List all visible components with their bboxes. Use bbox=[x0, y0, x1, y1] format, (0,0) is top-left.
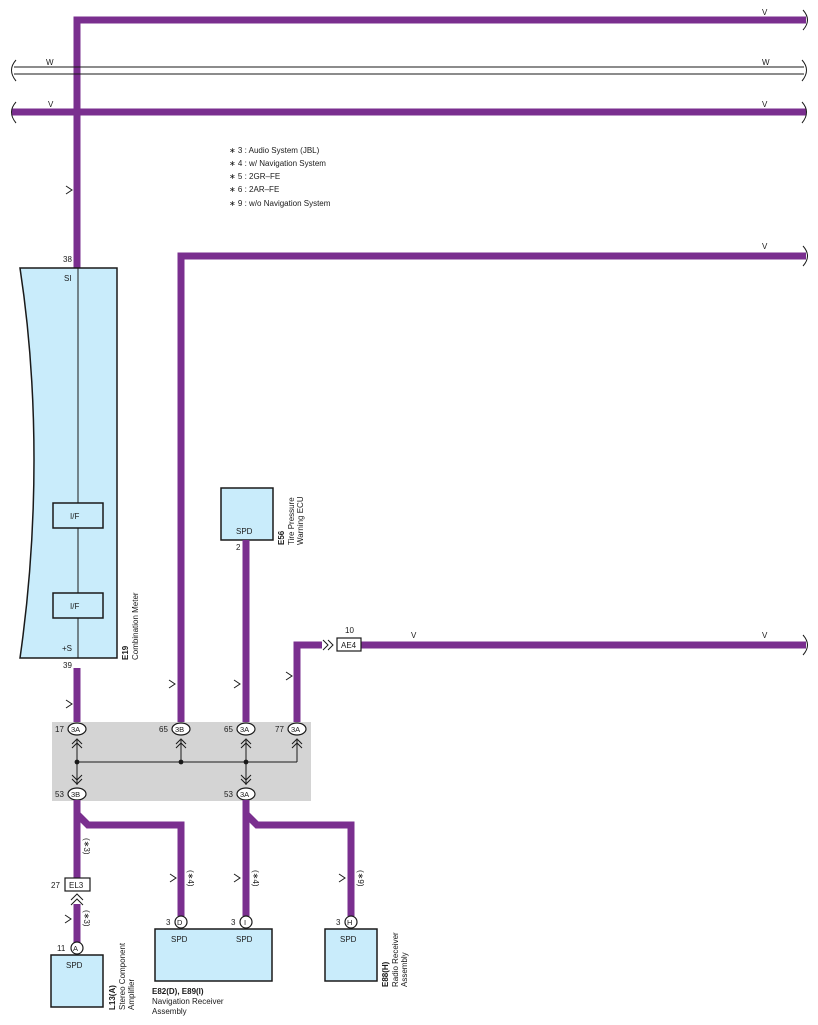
top-v-wire: V bbox=[73, 8, 808, 268]
nav-pin-d: 3 bbox=[166, 918, 171, 927]
direction-chevron bbox=[285, 671, 293, 681]
radio-name-2: Assembly bbox=[400, 952, 409, 987]
junction-conn-53a: 3A bbox=[240, 790, 249, 799]
meter-pin-top: 38 bbox=[63, 255, 72, 264]
junction-conn-53b: 3B bbox=[71, 790, 80, 799]
junction-conn-65b: 3B bbox=[175, 725, 184, 734]
junction-pin-17: 17 bbox=[55, 725, 64, 734]
junction-block: 3A 17 3B 65 3A 65 3A 77 3B 53 3A 53 bbox=[52, 722, 311, 801]
meter-interface-2 bbox=[52, 592, 104, 619]
radio-name-1: Radio Receiver bbox=[391, 932, 400, 987]
meter-terminal-si: SI bbox=[64, 274, 72, 283]
meter-name: Combination Meter bbox=[131, 592, 140, 660]
note-2: ∗ 4 : w/ Navigation System bbox=[229, 159, 326, 168]
nav-name-1: Navigation Receiver bbox=[152, 997, 224, 1006]
direction-chevron bbox=[233, 873, 241, 883]
amp-terminal: SPD bbox=[66, 961, 83, 970]
junction-conn-77: 3A bbox=[291, 725, 300, 734]
middle-v-wire: V bbox=[168, 242, 808, 723]
meter-terminal-s: +S bbox=[62, 644, 72, 653]
junction-pin-53a: 53 bbox=[224, 790, 233, 799]
note-5: ∗ 9 : w/o Navigation System bbox=[229, 199, 331, 208]
direction-chevron bbox=[64, 914, 72, 924]
direction-chevron bbox=[169, 873, 177, 883]
direction-chevron bbox=[338, 873, 346, 883]
condition-c3: (∗3) bbox=[82, 838, 91, 855]
ae4-pin: 10 bbox=[345, 626, 354, 635]
notes-list: ∗ 3 : Audio System (JBL) ∗ 4 : w/ Naviga… bbox=[229, 146, 331, 208]
meter-interface-1 bbox=[52, 502, 104, 529]
el3-connector: EL3 27 bbox=[51, 877, 91, 906]
meter-pin-bottom: 39 bbox=[63, 661, 72, 670]
tire-ecu-name-2: Warning ECU bbox=[296, 496, 305, 545]
direction-chevron bbox=[168, 679, 176, 689]
tire-ecu-pin: 2 bbox=[236, 543, 241, 552]
condition-c9: (∗9) bbox=[356, 870, 365, 887]
nav-conn-d: D bbox=[177, 918, 183, 927]
combination-meter: 38 SI I/F I/F +S 39 E19 Combination Mete… bbox=[19, 255, 140, 670]
junction-pin-77: 77 bbox=[275, 725, 284, 734]
nav-pin-i: 3 bbox=[231, 918, 236, 927]
condition-c3: (∗3) bbox=[82, 910, 91, 927]
amp-pin: 11 bbox=[57, 944, 66, 953]
amp-name-2: Amplifier bbox=[127, 979, 136, 1010]
condition-c4: (∗4) bbox=[186, 870, 195, 887]
amp-conn: A bbox=[73, 944, 78, 953]
wire-label-v: V bbox=[762, 242, 768, 251]
navigation-receiver: D 3 I 3 SPD SPD E82(D), E89(I) Navigatio… bbox=[152, 915, 273, 1016]
wire-label-w-right: W bbox=[762, 58, 770, 67]
junction-pin-65a: 65 bbox=[224, 725, 233, 734]
meter-interface-1-label: I/F bbox=[70, 512, 79, 521]
ae4-label: AE4 bbox=[341, 641, 357, 650]
w-wire: W W bbox=[11, 58, 807, 82]
direction-chevron bbox=[65, 699, 73, 709]
condition-c4: (∗4) bbox=[251, 870, 260, 887]
nav-name-2: Assembly bbox=[152, 1007, 187, 1016]
radio-code: E88(H) bbox=[381, 961, 390, 987]
meter-code: E19 bbox=[121, 645, 130, 660]
ae4-wire: AE4 10 V V bbox=[285, 626, 808, 723]
ae4-connector bbox=[336, 637, 362, 652]
note-3: ∗ 5 : 2GR–FE bbox=[229, 172, 280, 181]
junction-conn-17: 3A bbox=[71, 725, 80, 734]
wire-label-v: V bbox=[762, 8, 768, 17]
el3-pin: 27 bbox=[51, 881, 60, 890]
meter-interface-2-label: I/F bbox=[70, 602, 79, 611]
second-v-wire: V V bbox=[11, 100, 807, 124]
junction-connector bbox=[67, 722, 87, 736]
wire-label-v: V bbox=[762, 100, 768, 109]
junction-connector bbox=[171, 722, 191, 736]
nav-terminal-i: SPD bbox=[236, 935, 253, 944]
nav-terminal-d: SPD bbox=[171, 935, 188, 944]
nav-code: E82(D), E89(I) bbox=[152, 987, 204, 996]
tire-ecu-name-1: Tire Pressure bbox=[287, 497, 296, 545]
amp-name-1: Stereo Component bbox=[118, 942, 127, 1010]
stereo-amplifier: A 11 SPD L13(A) Stereo Component Amplifi… bbox=[50, 941, 136, 1010]
wire-label-v: V bbox=[762, 631, 768, 640]
amp-code: L13(A) bbox=[108, 985, 117, 1010]
lower-wires bbox=[64, 800, 355, 943]
wire-label-v: V bbox=[48, 100, 54, 109]
junction-conn-65a: 3A bbox=[240, 725, 249, 734]
tire-ecu-terminal: SPD bbox=[236, 527, 253, 536]
direction-chevron bbox=[65, 185, 73, 195]
junction-pin-65b: 65 bbox=[159, 725, 168, 734]
wire-label-w-left: W bbox=[46, 58, 54, 67]
radio-pin: 3 bbox=[336, 918, 341, 927]
direction-chevron bbox=[233, 679, 241, 689]
radio-terminal: SPD bbox=[340, 935, 357, 944]
junction-connector bbox=[287, 722, 307, 736]
tire-pressure-ecu: SPD 2 E56 Tire Pressure Warning ECU bbox=[220, 487, 305, 552]
nav-conn-i: I bbox=[244, 918, 246, 927]
radio-conn: H bbox=[347, 918, 352, 927]
radio-receiver: H 3 SPD E88(H) Radio Receiver Assembly bbox=[324, 915, 409, 987]
wire-label-v: V bbox=[411, 631, 417, 640]
junction-pin-53b: 53 bbox=[55, 790, 64, 799]
tire-ecu-code: E56 bbox=[277, 530, 286, 545]
note-4: ∗ 6 : 2AR–FE bbox=[229, 185, 279, 194]
el3-label: EL3 bbox=[69, 881, 84, 890]
note-1: ∗ 3 : Audio System (JBL) bbox=[229, 146, 320, 155]
junction-connector bbox=[236, 722, 256, 736]
